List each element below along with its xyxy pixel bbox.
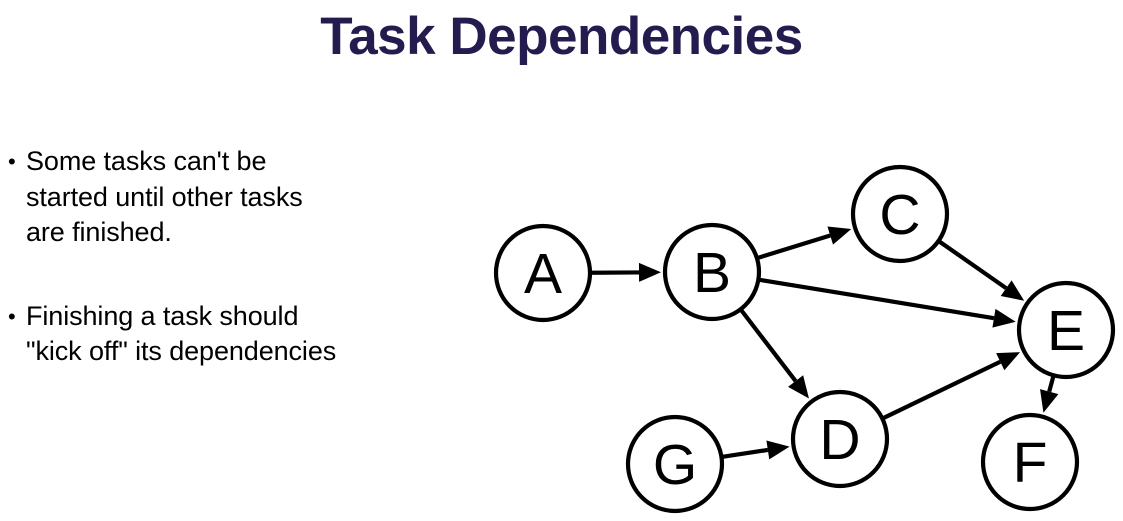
bullet-marker-icon: • [8, 303, 16, 329]
graph-edge-c-e [938, 239, 1008, 290]
graph-edge-e-f [1047, 375, 1056, 393]
graph-arrowhead-g-d [766, 440, 790, 460]
bullet-marker-icon: • [8, 149, 16, 174]
graph-arrowhead-d-e [996, 352, 1021, 371]
graph-node-label: C [879, 183, 920, 247]
graph-arrowhead-b-e [992, 308, 1016, 328]
graph-node-circle [493, 223, 593, 323]
graph-node-circle [662, 222, 762, 322]
graph-arrowhead-a-b [638, 262, 661, 282]
bullet-text: Finishing a task should "kick off" its d… [26, 300, 337, 367]
graph-arrowhead-b-c [827, 226, 852, 245]
graph-edge-layer [590, 226, 1059, 460]
graph-node-f[interactable]: F [980, 412, 1080, 512]
graph-node-label: B [693, 241, 731, 305]
list-item: • Finishing a task should "kick off" its… [8, 299, 438, 370]
graph-edge-d-e [882, 359, 1002, 421]
graph-node-circle [980, 412, 1080, 512]
page-title: Task Dependencies [320, 7, 803, 66]
graph-node-circle [790, 389, 890, 489]
list-item: • Some tasks can't be started until othe… [8, 144, 438, 251]
graph-arrowhead-b-d [788, 375, 809, 399]
graph-node-c[interactable]: C [850, 164, 950, 264]
graph-node-circle [1016, 280, 1116, 380]
graph-node-a[interactable]: A [493, 223, 593, 323]
graph-node-layer: A B C D E F G [493, 164, 1116, 514]
graph-arrowhead-e-f [1040, 389, 1059, 413]
bullet-text: Some tasks can't be started until other … [26, 146, 303, 247]
graph-node-label: A [524, 242, 562, 306]
graph-arrowhead-c-e [1000, 280, 1025, 301]
bullet-list: • Some tasks can't be started until othe… [8, 144, 438, 370]
graph-edge-g-d [722, 447, 769, 459]
graph-edge-b-d [739, 308, 798, 383]
graph-node-label: G [653, 433, 697, 497]
graph-edge-b-c [757, 233, 831, 260]
graph-node-e[interactable]: E [1016, 280, 1116, 380]
graph-node-label: E [1047, 299, 1085, 363]
graph-node-circle [850, 164, 950, 264]
graph-edge-b-e [759, 277, 995, 321]
graph-node-d[interactable]: D [790, 389, 890, 489]
graph-node-g[interactable]: G [625, 414, 725, 514]
graph-node-label: F [1013, 431, 1048, 495]
graph-node-label: D [819, 408, 860, 472]
graph-node-circle [625, 414, 725, 514]
graph-node-b[interactable]: B [662, 222, 762, 322]
